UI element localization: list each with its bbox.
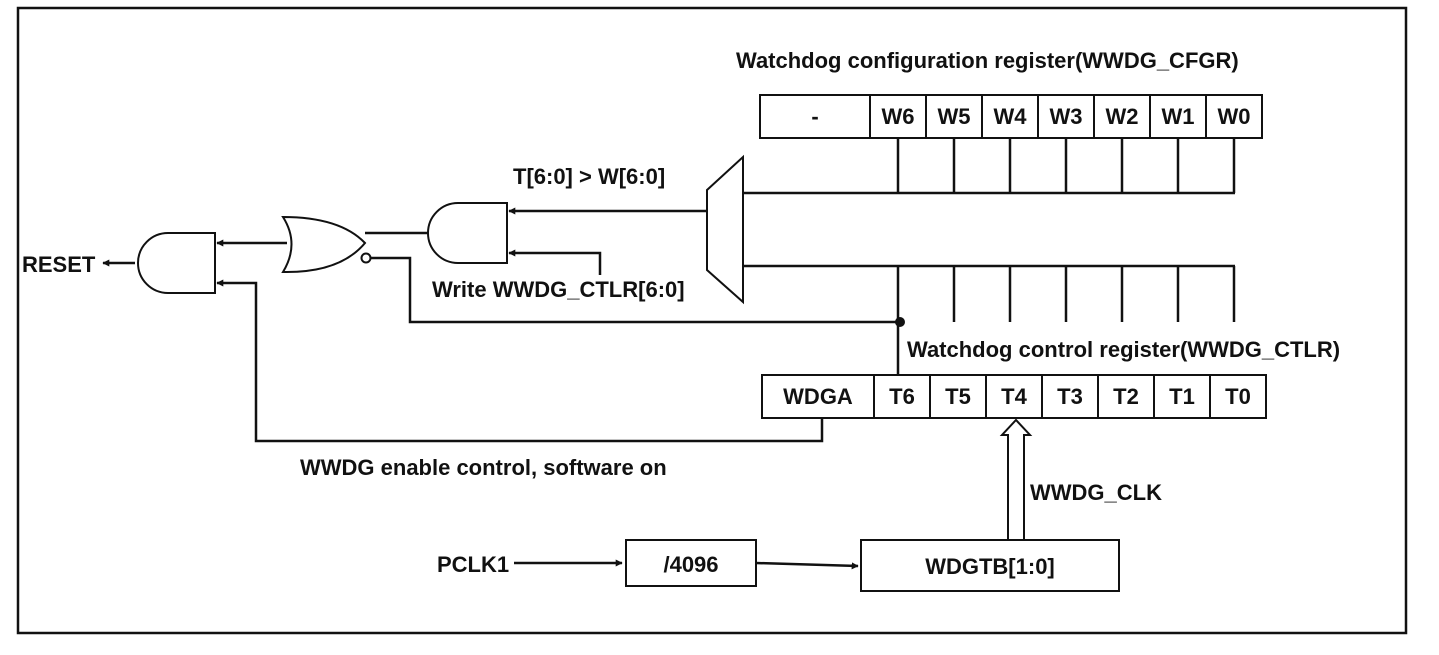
ctlr-cell-t1: T1 (1169, 384, 1195, 409)
timebase-box (860, 539, 1120, 592)
pclk-label: PCLK1 (437, 552, 509, 577)
cfgr-title: Watchdog configuration register(WWDG_CFG… (736, 48, 1239, 73)
ctlr-register: WDGA T6 T5 T4 T3 T2 T1 T0 (761, 374, 1267, 419)
clk-label: WWDG_CLK (1030, 480, 1162, 505)
prescaler-to-timebase-wire (755, 561, 859, 570)
cfgr-cell-w0: W0 (1218, 104, 1251, 129)
ctlr-cell-t3: T3 (1057, 384, 1083, 409)
cfgr-cell-w3: W3 (1050, 104, 1083, 129)
or-gate (281, 215, 367, 274)
write-ctlr-label: Write WWDG_CTLR[6:0] (432, 277, 685, 302)
ctlr-cell-t0: T0 (1225, 384, 1251, 409)
write-ctlr-wire (508, 249, 602, 275)
timebase-label: WDGTB[1:0] (925, 554, 1055, 579)
enable-note: WWDG enable control, software on (300, 455, 667, 480)
cfgr-cell-w4: W4 (994, 104, 1028, 129)
cfgr-register: - W6 W5 W4 W3 W2 W1 W0 (759, 94, 1263, 139)
ctlr-cell-t2: T2 (1113, 384, 1139, 409)
compare-label: T[6:0] > W[6:0] (513, 164, 665, 189)
w-bus (743, 138, 1236, 195)
prescaler-label: /4096 (663, 552, 718, 577)
junction-dot (895, 317, 905, 327)
ctlr-cell-wdga: WDGA (783, 384, 853, 409)
comparator (706, 154, 744, 305)
and-gate-reset (137, 232, 216, 294)
t6-feedback-wire (371, 256, 898, 324)
outer-frame (16, 6, 1408, 635)
wdga-enable-wire (216, 279, 824, 443)
ctlr-cell-t4: T4 (1001, 384, 1027, 409)
cfgr-cell-w1: W1 (1162, 104, 1195, 129)
inversion-bubble (360, 252, 372, 264)
cfgr-cell-reserved: - (811, 104, 818, 129)
cfgr-cell-w6: W6 (882, 104, 915, 129)
ctlr-cell-t5: T5 (945, 384, 971, 409)
cfgr-cell-w5: W5 (938, 104, 971, 129)
cfgr-cell-w2: W2 (1106, 104, 1139, 129)
ctlr-cell-t6: T6 (889, 384, 915, 409)
and-gate-compare-write (427, 202, 508, 264)
reset-label: RESET (22, 252, 96, 277)
clk-hollow-arrow (999, 418, 1033, 541)
ctlr-title: Watchdog control register(WWDG_CTLR) (907, 337, 1340, 362)
